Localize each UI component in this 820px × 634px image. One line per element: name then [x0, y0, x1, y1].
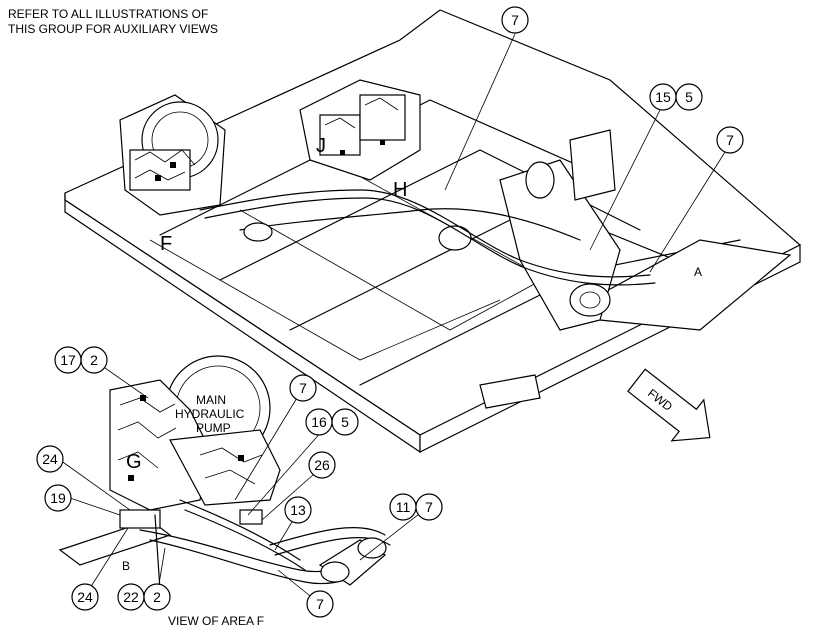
svg-text:5: 5	[341, 414, 349, 430]
area-letter-j: J	[316, 135, 326, 157]
note-line-2: THIS GROUP FOR AUXILIARY VIEWS	[8, 22, 218, 36]
callout-7-right: 7	[716, 126, 744, 154]
upper-filter	[243, 222, 273, 242]
frame-step	[479, 374, 541, 409]
callout-17: 17	[54, 346, 82, 374]
detail-hose-4	[184, 509, 306, 571]
callout-24-lower: 24	[71, 583, 99, 611]
svg-text:26: 26	[314, 457, 330, 473]
upper-frame-drawing: F J H A	[64, 9, 801, 454]
upper-hose-3	[239, 208, 581, 241]
area-letter-g: G	[126, 451, 142, 473]
upper-valve-assembly	[299, 79, 421, 181]
detail-hose-7	[154, 514, 161, 591]
upper-leader-lines	[444, 33, 726, 273]
pump-label-line-3: PUMP	[196, 421, 231, 435]
detail-hose-3	[179, 499, 301, 561]
detail-view-drawing: MAIN HYDRAULIC PUMP G B	[58, 355, 391, 591]
fwd-arrow: FWD	[627, 368, 711, 442]
upper-hose-2	[204, 197, 656, 286]
frame-deck-top	[64, 9, 801, 436]
callout-16: 16	[305, 408, 333, 436]
frame-pin-boss-right	[569, 283, 611, 317]
callout-5-mid: 5	[331, 408, 359, 436]
callout-7-lower-right: 7	[415, 493, 443, 521]
svg-text:7: 7	[511, 12, 519, 28]
callout-2-lower: 2	[143, 583, 171, 611]
view-caption: VIEW OF AREA F	[168, 614, 264, 628]
callout-24-upper: 24	[36, 445, 64, 473]
svg-text:13: 13	[290, 502, 306, 518]
frame-pin-boss-left	[438, 225, 472, 251]
callout-5-top: 5	[675, 83, 703, 111]
frame-rear-bracket	[569, 129, 616, 201]
callout-11: 11	[389, 493, 417, 521]
callout-2-upper: 2	[80, 346, 108, 374]
area-letter-h: H	[393, 179, 407, 201]
svg-text:7: 7	[726, 132, 734, 148]
upper-pump-assembly	[119, 94, 226, 216]
svg-text:24: 24	[77, 589, 93, 605]
svg-text:22: 22	[123, 589, 139, 605]
svg-text:16: 16	[311, 414, 327, 430]
svg-text:11: 11	[396, 499, 411, 515]
pump-label-line-1: MAIN	[196, 393, 226, 407]
note-line-1: REFER TO ALL ILLUSTRATIONS OF	[8, 7, 208, 21]
callout-13: 13	[284, 496, 312, 524]
callout-26: 26	[308, 451, 336, 479]
callout-7-mid: 7	[289, 374, 317, 402]
svg-text:19: 19	[50, 490, 66, 506]
svg-text:2: 2	[90, 352, 98, 368]
svg-text:7: 7	[299, 380, 307, 396]
svg-text:2: 2	[153, 589, 161, 605]
frame-inner-rail-1	[149, 239, 501, 361]
svg-text:7: 7	[425, 499, 433, 515]
svg-text:7: 7	[316, 596, 324, 612]
area-letter-f: F	[160, 233, 172, 255]
callout-7-bottom: 7	[306, 590, 334, 618]
detail-pump-rear	[169, 429, 281, 506]
frame-inner-rail-2	[239, 209, 561, 331]
svg-text:17: 17	[60, 352, 76, 368]
svg-text:5: 5	[685, 89, 693, 105]
frame-pin-boss-inner	[579, 291, 601, 309]
area-letter-a: A	[694, 265, 702, 279]
svg-text:15: 15	[655, 89, 671, 105]
pump-label-line-2: HYDRAULIC	[175, 407, 245, 421]
svg-text:24: 24	[42, 451, 58, 467]
callout-19: 19	[44, 484, 72, 512]
detail-hose-5	[269, 526, 386, 546]
callout-7-top: 7	[501, 6, 529, 34]
upper-hose-1	[199, 189, 651, 278]
frame-cylinder	[525, 161, 555, 199]
callout-22: 22	[117, 583, 145, 611]
detail-mount-plate	[58, 519, 172, 566]
callout-15: 15	[649, 83, 677, 111]
area-letter-b: B	[122, 559, 130, 573]
frame-cross-member-1	[159, 99, 601, 236]
